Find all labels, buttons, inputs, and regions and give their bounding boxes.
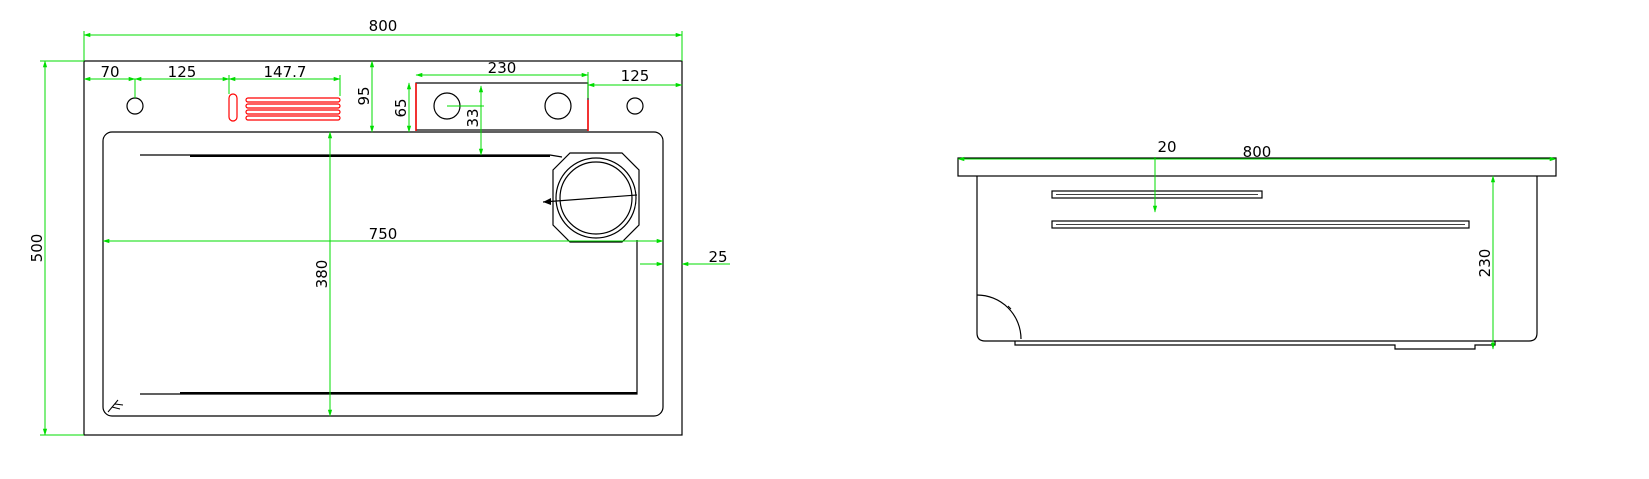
dim-panel-width: 230	[488, 59, 517, 77]
top-view: 800 500 70 125 147.7 95 230 65 33 125 75…	[28, 17, 730, 436]
dim-deck-height: 95	[355, 86, 373, 105]
tap-hole-1-icon	[126, 97, 144, 115]
sink-outer-outline	[83, 60, 683, 436]
dim-total-width-top: 800	[369, 17, 398, 35]
side-bottom-step	[1014, 341, 1496, 350]
control-panel	[415, 82, 589, 131]
drain-leader-line	[542, 194, 638, 203]
corner-mark-icon	[107, 399, 124, 413]
dim-hole-spacing: 125	[168, 63, 197, 81]
bowl-inner-right-wall	[140, 240, 638, 395]
dim-left-offset: 70	[100, 63, 119, 81]
drain-ring-outer-icon	[555, 157, 637, 239]
side-view-dimensions	[957, 156, 1557, 350]
top-view-dimensions	[40, 31, 730, 436]
tap-hole-3-icon	[544, 92, 572, 120]
dim-side-rail-offset: 20	[1157, 138, 1176, 156]
dim-bowl-depth: 380	[313, 260, 331, 289]
dim-panel-height: 65	[392, 98, 410, 117]
dim-side-total-width: 800	[1243, 143, 1272, 161]
dim-side-margin: 25	[708, 248, 727, 266]
dim-drainer-width: 147.7	[264, 63, 307, 81]
bowl-outline	[102, 131, 664, 417]
drain-ring-inner-icon	[559, 161, 633, 235]
upper-rail	[1051, 190, 1263, 199]
drain-leader-arrow	[543, 198, 551, 205]
dim-panel-inset: 33	[464, 108, 482, 127]
corner-arc-tick	[1007, 305, 1012, 310]
dim-right-spacing: 125	[621, 67, 650, 85]
tap-hole-4-icon	[626, 97, 644, 115]
drainer-slots	[228, 93, 341, 122]
dim-side-depth: 230	[1476, 249, 1494, 278]
lower-rail	[1051, 220, 1470, 229]
corner-arc	[976, 294, 1022, 340]
dim-total-height: 500	[28, 234, 46, 263]
side-body-outline	[976, 176, 1538, 342]
side-view: 800 20 230	[957, 138, 1557, 350]
dim-bowl-width: 750	[369, 225, 398, 243]
